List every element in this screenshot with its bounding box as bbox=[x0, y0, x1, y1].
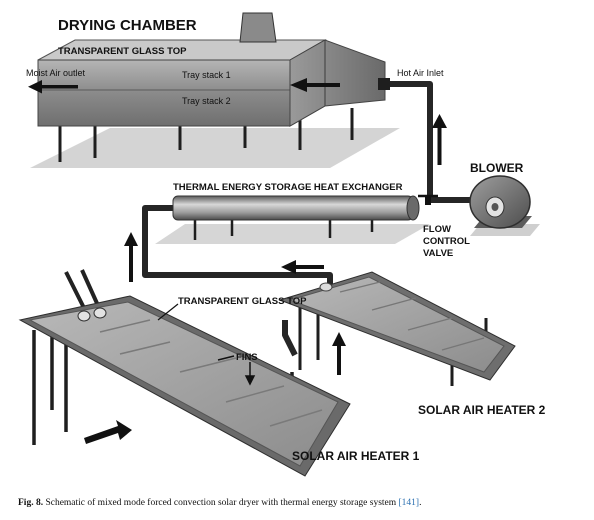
label-hot-air-inlet: Hot Air Inlet bbox=[397, 68, 444, 78]
label-tray-stack-1: Tray stack 1 bbox=[182, 70, 231, 80]
moist-air-arrow bbox=[28, 80, 78, 94]
exchanger-shadow bbox=[155, 224, 430, 244]
hot-air-inlet-cap bbox=[378, 78, 390, 90]
duct-collector1-riser bbox=[282, 320, 298, 357]
figure-caption: Fig. 8. Schematic of mixed mode forced c… bbox=[18, 498, 578, 508]
drying-chamber bbox=[28, 12, 400, 168]
chamber-vent-flap bbox=[239, 12, 277, 43]
caption-fig-label: Fig. 8. bbox=[18, 498, 44, 508]
arrow-left-bottom-duct bbox=[281, 260, 324, 274]
solar-air-heater-1 bbox=[18, 269, 351, 477]
glass-top-pointer bbox=[157, 303, 179, 321]
label-flow-control-valve-2: CONTROL bbox=[423, 236, 470, 247]
caption-text: Schematic of mixed mode forced convectio… bbox=[43, 498, 399, 508]
caption-tail: . bbox=[419, 498, 422, 508]
exchanger-tube bbox=[172, 195, 414, 221]
blower bbox=[469, 175, 540, 236]
arrow-up-left-duct bbox=[124, 232, 138, 282]
hot-air-flow-arrow bbox=[290, 78, 340, 92]
collector1-glass bbox=[28, 301, 339, 467]
label-fins: FINS bbox=[236, 352, 258, 363]
label-heat-exchanger: THERMAL ENERGY STORAGE HEAT EXCHANGER bbox=[173, 182, 403, 193]
collector1-port-a bbox=[77, 310, 91, 322]
duct-blower-to-chamber bbox=[385, 81, 478, 203]
collector2-port bbox=[319, 282, 333, 292]
caption-reference-link[interactable]: [141] bbox=[398, 498, 420, 508]
label-tray-stack-2: Tray stack 2 bbox=[182, 96, 231, 106]
chamber-front-face bbox=[37, 59, 291, 127]
label-flow-control-valve-3: VALVE bbox=[423, 248, 453, 259]
heat-exchanger bbox=[155, 194, 438, 244]
label-moist-air-outlet: Moist Air outlet bbox=[26, 68, 86, 78]
arrow-up-collector bbox=[332, 332, 346, 375]
arrow-inlet-collector1 bbox=[84, 420, 132, 444]
arrow-up-to-chamber bbox=[432, 114, 447, 165]
duct-exchanger-to-collectors bbox=[142, 205, 333, 285]
label-drying-chamber: DRYING CHAMBER bbox=[58, 17, 197, 34]
label-glass-top-collector: TRANSPARENT GLASS TOP bbox=[178, 296, 307, 307]
label-flow-control-valve-1: FLOW bbox=[423, 224, 451, 235]
ducts bbox=[142, 81, 478, 357]
fins-pointers bbox=[217, 355, 256, 386]
label-solar-air-heater-1: SOLAR AIR HEATER 1 bbox=[292, 449, 420, 463]
solar-air-heater-2 bbox=[278, 271, 516, 386]
collector1-port-b bbox=[93, 307, 107, 319]
flow-control-valve bbox=[418, 194, 438, 205]
chamber-floor-shadow bbox=[30, 128, 400, 168]
label-blower: BLOWER bbox=[470, 161, 524, 175]
label-glass-top-chamber: TRANSPARENT GLASS TOP bbox=[58, 46, 187, 57]
label-solar-air-heater-2: SOLAR AIR HEATER 2 bbox=[418, 403, 546, 417]
flow-arrows bbox=[84, 114, 447, 444]
